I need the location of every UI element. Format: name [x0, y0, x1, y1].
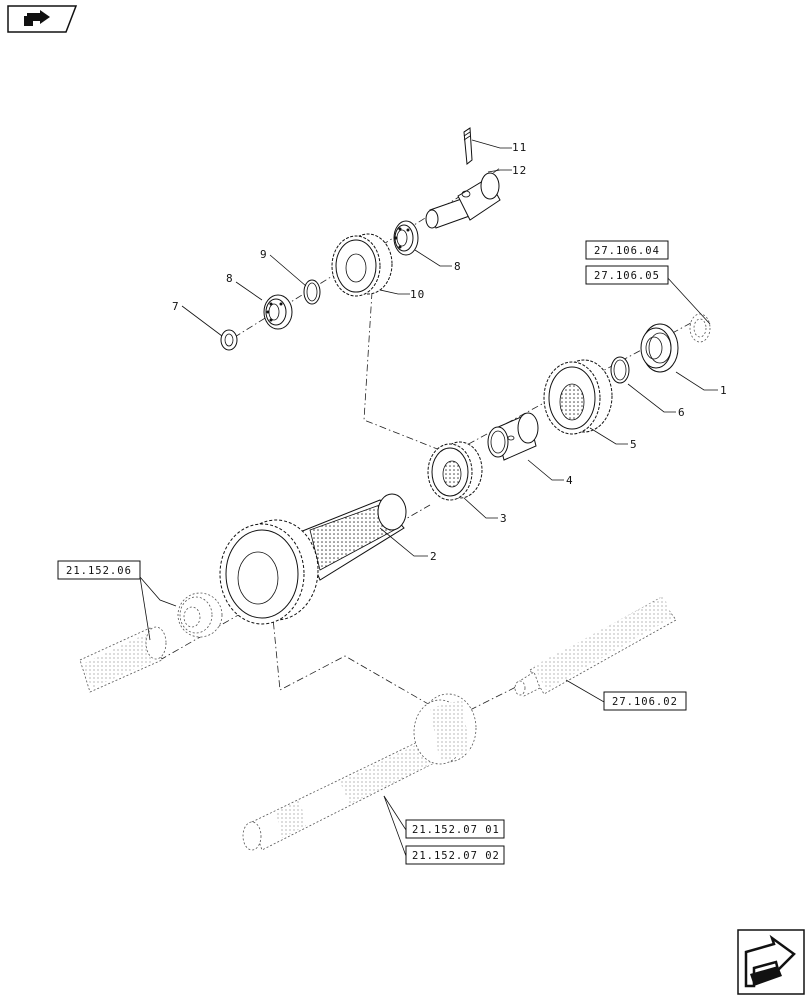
svg-text:21.152.06: 21.152.06 — [66, 565, 132, 577]
ref-box-27-106-05[interactable]: 27.106.05 — [585, 265, 669, 285]
callout-7: 7 — [172, 300, 180, 313]
ghost-shaft-left — [79, 626, 167, 693]
previous-page-arrow-icon[interactable] — [7, 5, 78, 33]
svg-text:27.106.04: 27.106.04 — [594, 245, 660, 257]
svg-text:21.152.07 01: 21.152.07 01 — [412, 824, 500, 836]
ref-box-27-106-04[interactable]: 27.106.04 — [585, 240, 669, 260]
part-5-gear — [543, 359, 613, 435]
callout-9: 9 — [260, 248, 268, 261]
ghost-bearing — [177, 592, 223, 638]
part-4-sleeve — [487, 412, 539, 461]
svg-text:21.152.07 02: 21.152.07 02 — [412, 850, 500, 862]
ghost-ring — [689, 313, 711, 343]
part-9-snap-ring — [303, 279, 321, 305]
part-10-gear — [331, 233, 393, 297]
svg-text:27.106.05: 27.106.05 — [594, 270, 660, 282]
ghost-long-shaft — [242, 693, 477, 851]
callout-10: 10 — [410, 288, 425, 301]
ref-box-27-106-02[interactable]: 27.106.02 — [603, 691, 687, 711]
part-11-pin — [463, 127, 473, 165]
svg-text:27.106.02: 27.106.02 — [612, 696, 678, 708]
callout-5: 5 — [630, 438, 638, 451]
part-3-gear — [427, 441, 483, 501]
callout-2: 2 — [430, 550, 438, 563]
part-2-gear-shaft — [219, 493, 407, 625]
callout-3: 3 — [500, 512, 508, 525]
part-8-lower-bearing — [263, 294, 293, 330]
callout-1: 1 — [720, 384, 728, 397]
ref-box-21-152-07-01[interactable]: 21.152.07 01 — [405, 819, 505, 839]
callout-8-lower: 8 — [226, 272, 234, 285]
ghost-shaft-right — [514, 596, 677, 697]
next-page-arrow-icon[interactable] — [737, 929, 805, 995]
callout-12: 12 — [512, 164, 527, 177]
callout-4: 4 — [566, 474, 574, 487]
part-6-snap-ring — [610, 356, 630, 384]
part-8-upper-bearing — [393, 220, 419, 256]
callout-11: 11 — [512, 141, 527, 154]
part-1-bearing — [640, 323, 679, 373]
ref-box-21-152-07-02[interactable]: 21.152.07 02 — [405, 845, 505, 865]
callout-8-upper: 8 — [454, 260, 462, 273]
callout-labels: 11 12 8 10 9 8 7 1 6 5 4 3 2 — [172, 141, 728, 563]
callout-6: 6 — [678, 406, 686, 419]
part-7-washer — [220, 329, 238, 351]
part-12-stub-shaft — [425, 172, 501, 229]
ref-box-21-152-06[interactable]: 21.152.06 — [57, 560, 141, 580]
